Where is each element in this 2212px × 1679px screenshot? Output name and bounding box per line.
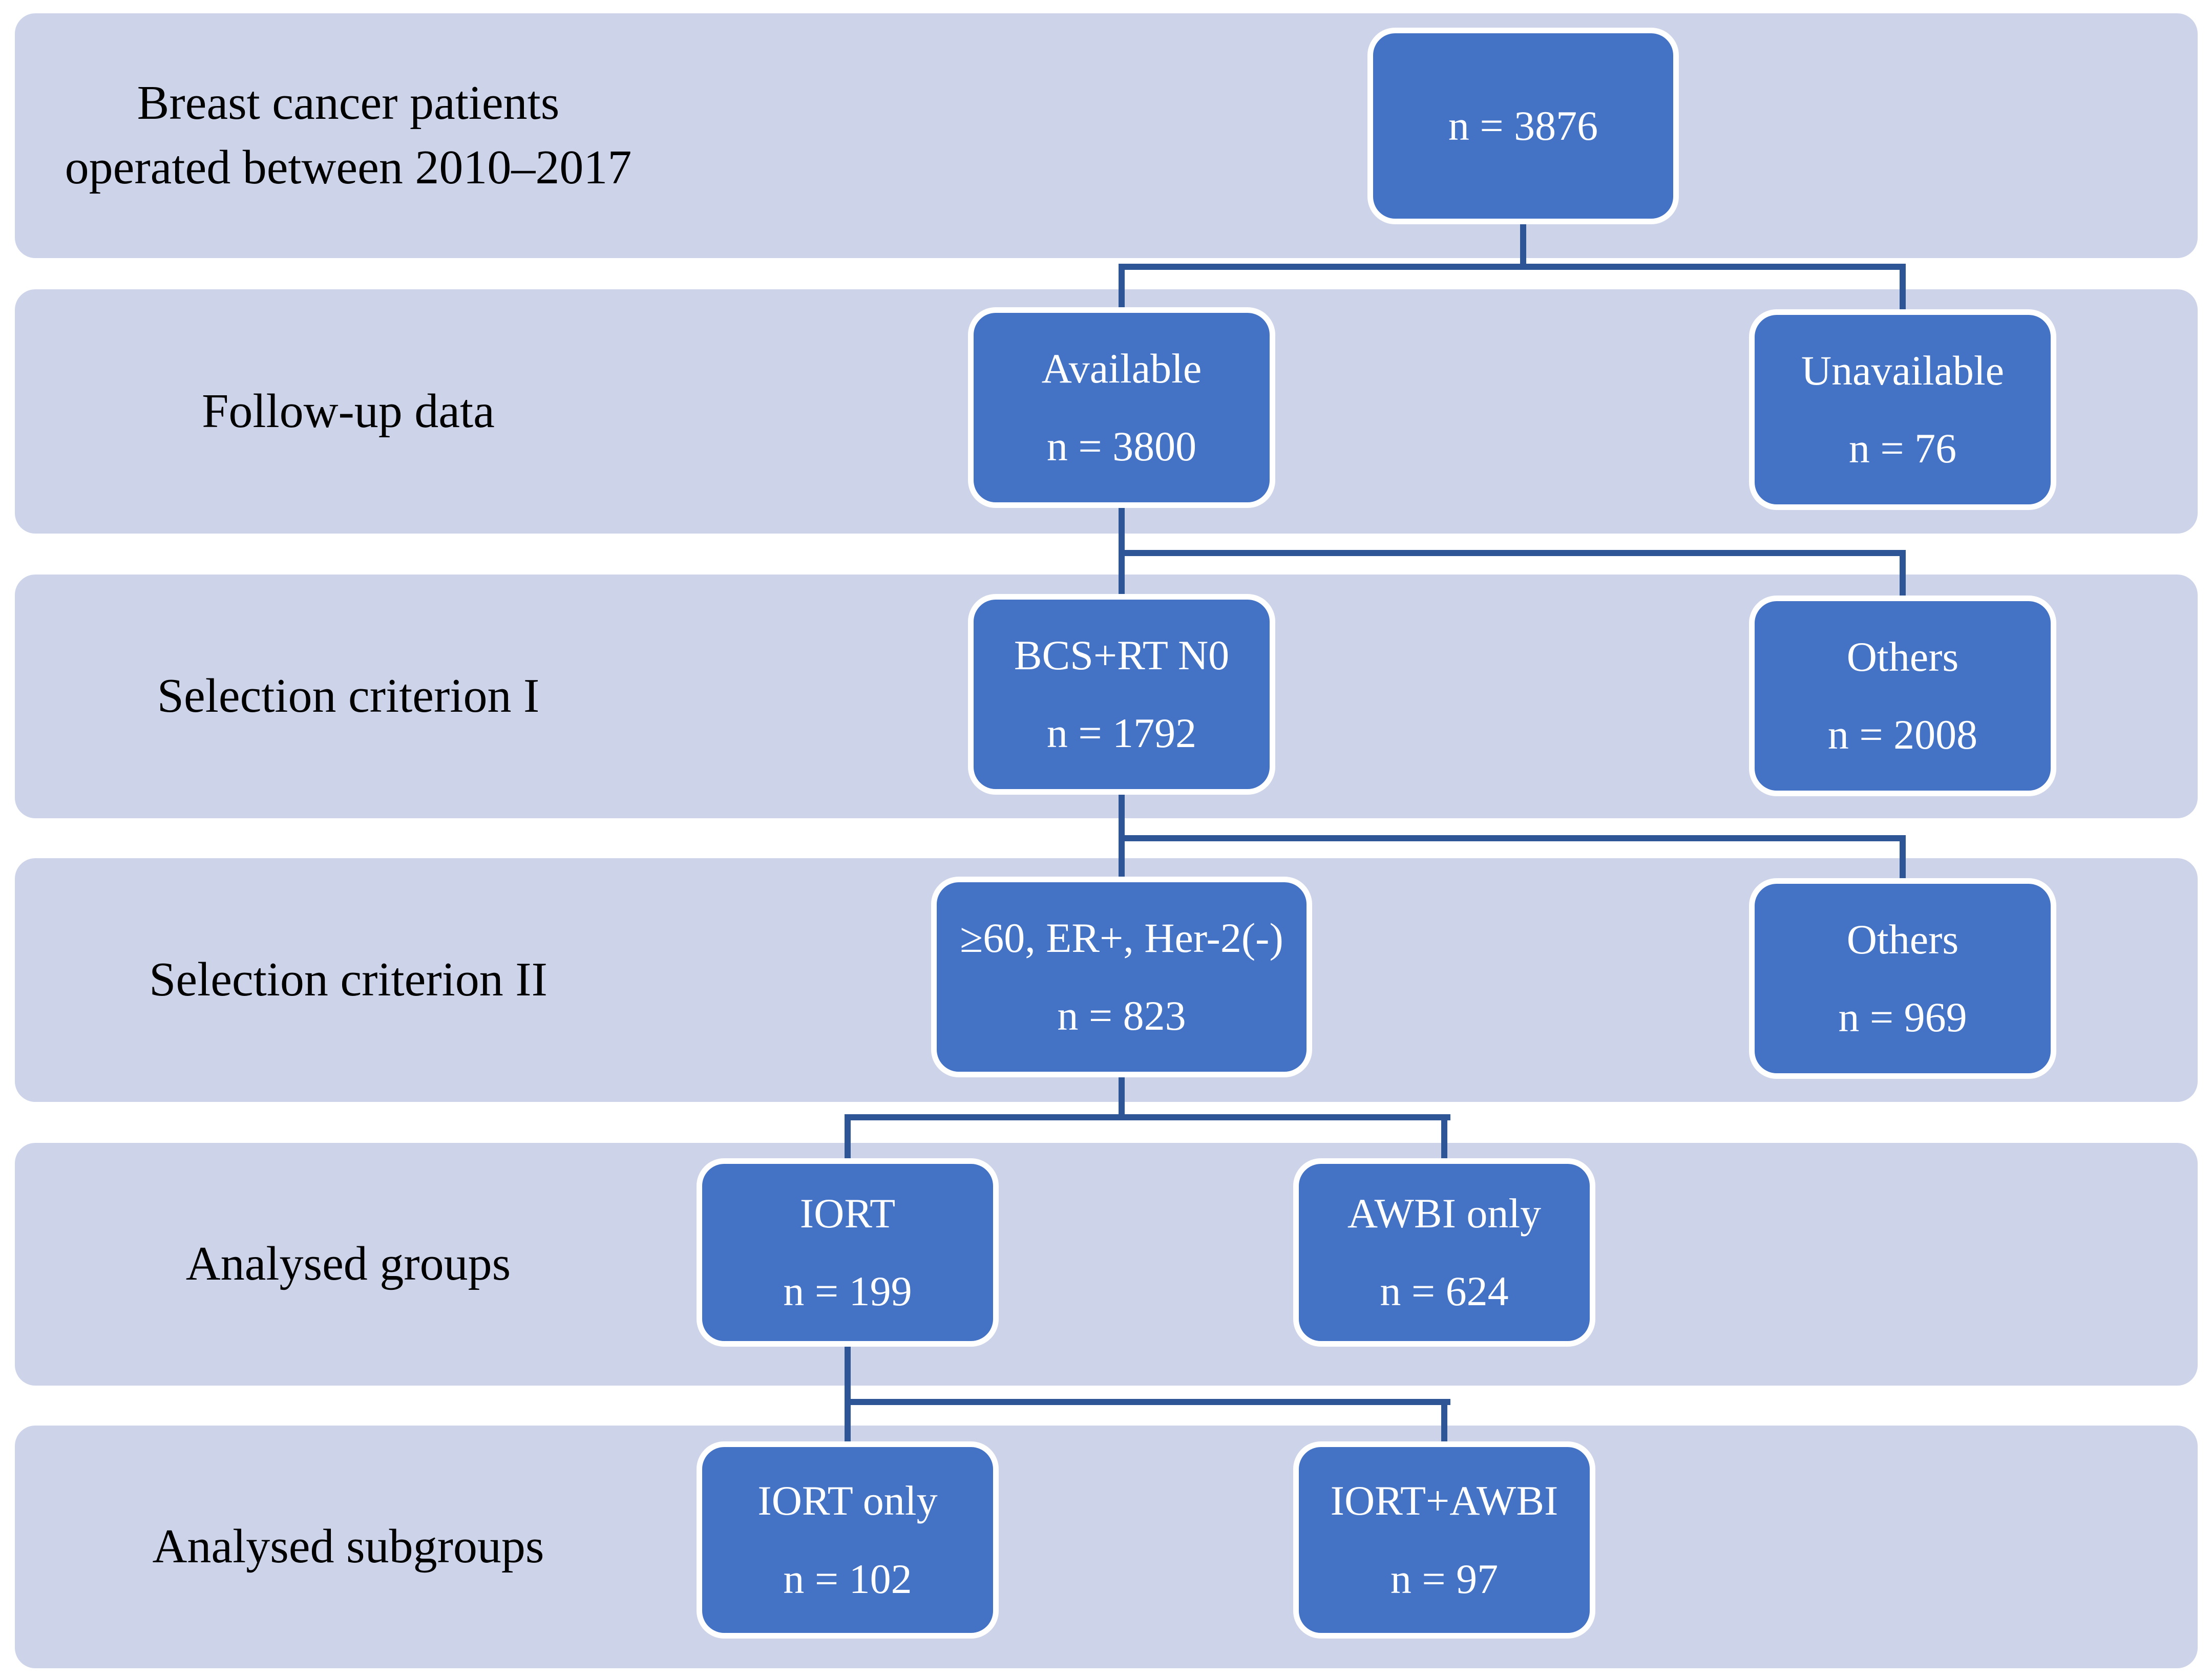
connector-line	[1900, 835, 1906, 881]
flow-box-total: n = 3876	[1367, 28, 1679, 224]
flow-box-iort-awbi: IORT+AWBI n = 97	[1293, 1441, 1595, 1639]
connector-line	[845, 1114, 1450, 1120]
box-title: AWBI only	[1347, 1189, 1542, 1237]
box-title: Unavailable	[1801, 347, 2005, 394]
row-band-1	[15, 13, 2198, 258]
row-label-line2: operated between 2010–2017	[65, 141, 632, 194]
box-title: Available	[1041, 345, 1202, 392]
connector-line	[1520, 223, 1526, 268]
flow-box-unavailable: Unavailable n = 76	[1749, 309, 2056, 510]
connector-line	[1119, 264, 1906, 270]
box-n: n = 823	[1057, 992, 1186, 1039]
box-title: BCS+RT N0	[1014, 631, 1230, 678]
connector-line	[1900, 550, 1906, 598]
row-label-subgroups: Analysed subgroups	[152, 1520, 544, 1574]
connector-line	[1119, 550, 1906, 556]
box-n: n = 102	[783, 1555, 912, 1602]
row-label-criterion-1: Selection criterion I	[157, 669, 540, 723]
connector-line	[1900, 264, 1906, 312]
flow-box-iort-only: IORT only n = 102	[697, 1441, 999, 1639]
box-title: IORT+AWBI	[1330, 1477, 1558, 1524]
box-n: n = 969	[1838, 994, 1967, 1040]
box-n: n = 2008	[1827, 711, 1978, 758]
row-label-follow-up: Follow-up data	[202, 384, 495, 438]
row-band-6	[15, 1426, 2198, 1668]
flow-box-criterion-2: ≥60, ER+, Her-2(-) n = 823	[931, 877, 1312, 1077]
box-title: IORT only	[757, 1477, 938, 1524]
box-title: ≥60, ER+, Her-2(-)	[960, 914, 1283, 961]
connector-line	[1441, 1114, 1447, 1160]
connector-line	[845, 1114, 851, 1160]
box-n: n = 1792	[1046, 710, 1197, 756]
connector-line	[1119, 1075, 1125, 1120]
row-label-criterion-2: Selection criterion II	[149, 953, 547, 1007]
flow-box-iort: IORT n = 199	[697, 1158, 999, 1347]
flow-box-bcs-rt-n0: BCS+RT N0 n = 1792	[968, 594, 1275, 795]
flow-box-awbi-only: AWBI only n = 624	[1293, 1158, 1595, 1347]
connector-line	[1119, 264, 1125, 310]
box-title: Others	[1846, 633, 1959, 680]
connector-line	[1441, 1399, 1447, 1443]
connector-line	[845, 1399, 1450, 1405]
flow-box-others-2: Others n = 969	[1749, 878, 2056, 1079]
flow-box-available: Available n = 3800	[968, 307, 1275, 508]
row-label-patients: Breast cancer patients operated between …	[20, 13, 676, 258]
box-n: n = 97	[1390, 1555, 1499, 1602]
row-band-5	[15, 1143, 2198, 1386]
connector-line	[845, 1345, 851, 1443]
flow-box-others-1: Others n = 2008	[1749, 596, 2056, 796]
box-title: IORT	[799, 1189, 896, 1237]
box-n: n = 3876	[1448, 102, 1598, 149]
row-label-groups: Analysed groups	[185, 1237, 511, 1291]
box-title: Others	[1846, 916, 1959, 963]
box-n: n = 199	[783, 1268, 912, 1314]
box-n: n = 76	[1848, 425, 1957, 472]
box-n: n = 3800	[1046, 423, 1197, 470]
box-n: n = 624	[1380, 1268, 1509, 1314]
row-label-line1: Breast cancer patients	[137, 76, 560, 130]
connector-line	[1119, 835, 1906, 841]
